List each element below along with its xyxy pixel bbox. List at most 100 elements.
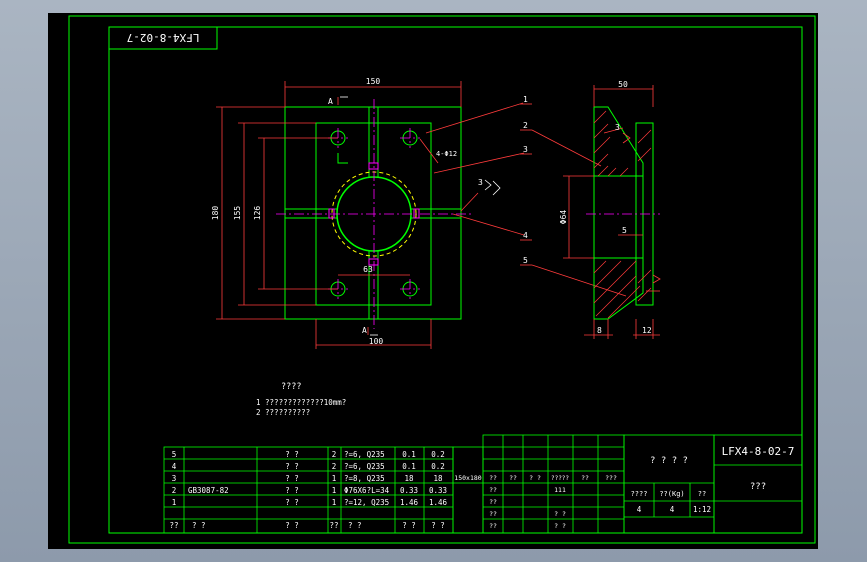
bom-cell-material: ?=6, Q235 — [344, 450, 385, 459]
weld-marker-bottom — [368, 258, 379, 266]
front-dimensions — [216, 81, 525, 349]
scale-value: 1:12 — [693, 505, 711, 514]
date-2: ? ? — [554, 510, 566, 518]
rev-label-1: ?? — [489, 474, 497, 482]
dim-126: 126 — [253, 206, 262, 221]
mirrored-code-box — [108, 26, 218, 50]
section-a-top: A — [328, 97, 333, 106]
drawing-code: LFX4-8-02-7 — [722, 445, 795, 458]
note-2: 2 ?????????? — [256, 408, 310, 417]
note-1: 1 ?????????????10mm? — [256, 398, 346, 407]
bom-cell-total: 0.33 — [429, 486, 447, 495]
bom-cell-qty: 1 — [332, 474, 337, 483]
front-arrows — [340, 96, 501, 336]
bom-cell-unit: 0.1 — [402, 462, 416, 471]
ratio-label: ?? — [698, 490, 706, 498]
bom-cell-material: ?=8, Q235 — [344, 474, 385, 483]
front-centerlines — [276, 99, 473, 329]
bom-cell-material: ?=12, Q235 — [344, 498, 389, 507]
bom-cell-name: ? ? — [285, 474, 299, 483]
date-1: 111 — [554, 486, 566, 494]
drawing-canvas[interactable]: LFX4-8-02-7 — [48, 13, 818, 549]
bom-extra-cell: 150x180 — [454, 474, 481, 482]
side-dim-texts: 50 Φ64 5 8 12 3 — [559, 80, 652, 335]
front-dim-texts: 150 180 155 126 63 100 A A 4-Φ12 3 1 2 3… — [211, 77, 528, 346]
bom-cell-no: 4 — [172, 462, 177, 471]
rev-label-4: ????? — [551, 475, 569, 482]
technical-notes: ???? 1 ?????????????10mm? 2 ?????????? — [256, 382, 346, 417]
front-view — [276, 99, 473, 329]
side-view — [586, 106, 660, 320]
dim-150: 150 — [366, 77, 381, 86]
callout-2: 2 — [523, 121, 528, 130]
dim-8: 8 — [597, 326, 602, 335]
bom-header-material: ? ? — [348, 521, 362, 530]
bom-cell-total: 0.2 — [431, 462, 445, 471]
outer-border — [68, 15, 816, 544]
bom-cell-unit: 18 — [404, 474, 414, 483]
bom-cell-total: 0.2 — [431, 450, 445, 459]
dim-5: 5 — [622, 226, 627, 235]
bom-cell-unit: 1.46 — [400, 498, 419, 507]
mirrored-drawing-code: LFX4-8-02-7 — [127, 31, 200, 44]
bom-cell-total: 1.46 — [429, 498, 448, 507]
dim-100: 100 — [369, 337, 384, 346]
callout-5: 5 — [523, 256, 528, 265]
weight-value: 4 — [670, 505, 675, 514]
rev-label-5: ?? — [581, 474, 589, 482]
dim-12: 12 — [642, 326, 652, 335]
callout-1: 1 — [523, 95, 528, 104]
inner-border — [108, 26, 803, 534]
bom-header-name: ? ? — [285, 521, 299, 530]
sign-label-1: ?? — [489, 486, 497, 494]
bom-header-no: ?? — [169, 521, 178, 530]
bom-cell-qty: 2 — [332, 450, 337, 459]
bom-cell-code: GB3087-82 — [188, 486, 229, 495]
bom-cell-name: ? ? — [285, 486, 299, 495]
title-block-texts: LFX4-8-02-7 ??? ? ? ? ? ???? ??(Kg) ?? 4… — [454, 445, 794, 530]
scale-label: ???? — [631, 490, 648, 498]
rev-label-6: ??? — [605, 474, 617, 482]
side-dimensions — [563, 85, 660, 339]
weld-mark-front: 3 — [478, 178, 483, 187]
bom-header-qty: ?? — [329, 521, 338, 530]
weld-mark-side: 3 — [615, 123, 620, 132]
corner-mark — [337, 153, 348, 164]
dim-63: 63 — [363, 265, 373, 274]
weld-marker-right — [413, 208, 420, 219]
weld-marker-top — [368, 162, 379, 170]
callout-3: 3 — [523, 145, 528, 154]
sign-label-2: ?? — [489, 498, 497, 506]
notes-title: ???? — [281, 382, 301, 392]
dim-phi64: Φ64 — [559, 210, 568, 225]
sign-label-4: ?? — [489, 522, 497, 530]
bom-cell-qty: 2 — [332, 462, 337, 471]
part-name: ? ? ? ? — [650, 456, 688, 466]
rev-label-2: ?? — [509, 474, 517, 482]
bom-cell-name: ? ? — [285, 498, 299, 507]
bom-cell-no: 3 — [172, 474, 177, 483]
bom-cell-name: ? ? — [285, 462, 299, 471]
bom-cell-material: Φ76X6?L=34 — [344, 486, 390, 495]
bom-cell-qty: 1 — [332, 498, 337, 507]
dim-155: 155 — [233, 206, 242, 221]
bom-cell-unit: 0.33 — [400, 486, 418, 495]
bom-cell-name: ? ? — [285, 450, 299, 459]
material-label: ??? — [750, 482, 766, 492]
side-hatching — [593, 110, 652, 319]
bom-cell-no: 1 — [172, 498, 177, 507]
side-tube — [593, 175, 644, 259]
bom-cell-qty: 1 — [332, 486, 337, 495]
bom-header-code: ? ? — [192, 521, 206, 530]
side-weld-symbols — [622, 132, 661, 292]
rev-label-3: ? ? — [529, 474, 541, 482]
section-a-bottom: A — [362, 326, 367, 335]
bom-cell-material: ?=6, Q235 — [344, 462, 385, 471]
dim-50: 50 — [618, 80, 628, 89]
bom-header-total: ? ? — [431, 521, 445, 530]
weight-label: ??(Kg) — [659, 490, 684, 498]
bom-cell-total: 18 — [433, 474, 443, 483]
date-3: ? ? — [554, 522, 566, 530]
cad-drawing: LFX4-8-02-7 — [68, 15, 816, 544]
